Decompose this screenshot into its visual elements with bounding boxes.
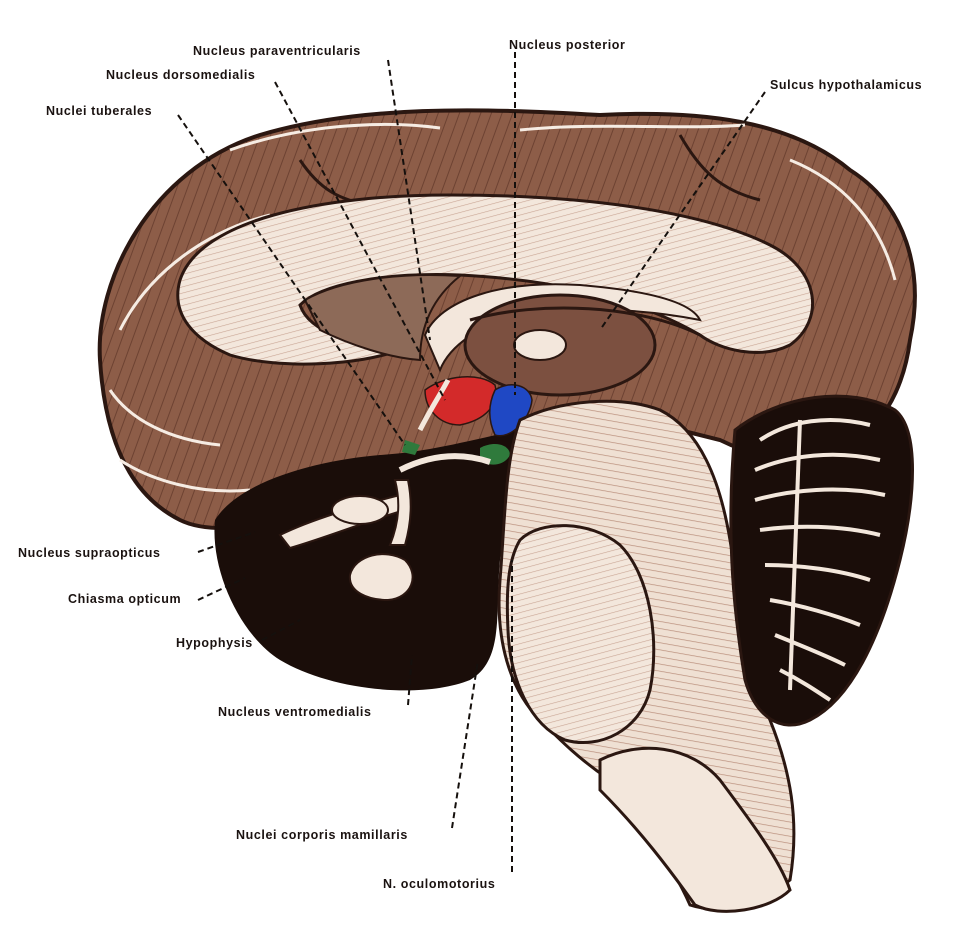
label-nucleus-paraventricularis: Nucleus paraventricularis — [193, 44, 361, 58]
leader-lines — [177, 52, 766, 872]
label-nucleus-supraopticus: Nucleus supraopticus — [18, 546, 161, 560]
cerebellum — [729, 394, 914, 727]
label-nuclei-corporis-mamillaris: Nuclei corporis mamillaris — [236, 828, 408, 842]
label-nucleus-dorsomedialis: Nucleus dorsomedialis — [106, 68, 256, 82]
arbor-vitae — [754, 418, 886, 702]
label-nucleus-ventromedialis: Nucleus ventromedialis — [218, 705, 372, 719]
medulla-oblongata — [598, 746, 792, 913]
chiasma-opticum-shape — [331, 495, 389, 525]
label-sulcus-hypothalamicus: Sulcus hypothalamicus — [770, 78, 923, 92]
label-hypophysis: Hypophysis — [176, 636, 253, 650]
pons — [505, 524, 656, 745]
label-chiasma-opticum: Chiasma opticum — [68, 592, 182, 606]
label-nuclei-tuberales: Nuclei tuberales — [46, 104, 153, 118]
infundibulum — [388, 479, 412, 546]
hypophysis-shape — [348, 553, 414, 602]
label-nucleus-posterior: Nucleus posterior — [509, 38, 626, 52]
interthalamic-adhesion — [513, 329, 567, 361]
septum-pellucidum — [303, 274, 463, 362]
label-n-oculomotorius: N. oculomotorius — [383, 877, 496, 891]
